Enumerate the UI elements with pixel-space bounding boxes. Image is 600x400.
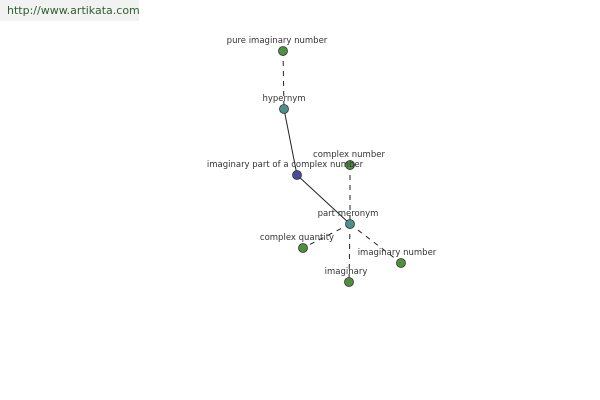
site-watermark: http://www.artikata.com [0,0,140,21]
labels-layer: pure imaginary number hypernym imaginary p… [207,36,437,277]
node-label-complex-quantity[interactable]: complex quantity [260,233,334,243]
node-label-part-meronym[interactable]: part meronym [318,209,379,219]
node-imaginary[interactable] [344,277,354,287]
node-label-complex-number[interactable]: complex number [313,150,385,160]
edge-partmeronym-complexquantity [302,223,351,249]
node-label-imaginary[interactable]: imaginary [325,267,368,277]
node-complex-quantity[interactable] [298,243,308,253]
node-imaginary-part-of-a-complex-number[interactable] [292,170,302,180]
node-label-pure-imaginary-number[interactable]: pure imaginary number [227,36,328,46]
node-label-imaginary-number[interactable]: imaginary number [358,248,437,258]
node-part-meronym[interactable] [345,219,355,229]
node-pure-imaginary-number[interactable] [278,46,288,56]
edge-partmeronym-imaginarynumber [349,223,402,264]
node-complex-number[interactable] [345,160,355,170]
edges-layer [282,50,402,283]
node-label-hypernym[interactable]: hypernym [262,94,305,104]
node-imaginary-number[interactable] [396,258,406,268]
node-label-imaginary-part-of-a-complex-number[interactable]: imaginary part of a complex number [207,160,364,170]
node-hypernym[interactable] [279,104,289,114]
edge-hypernym-focus [283,108,298,176]
nodes-layer [278,46,406,287]
edge-focus-partmeronym [296,174,351,225]
